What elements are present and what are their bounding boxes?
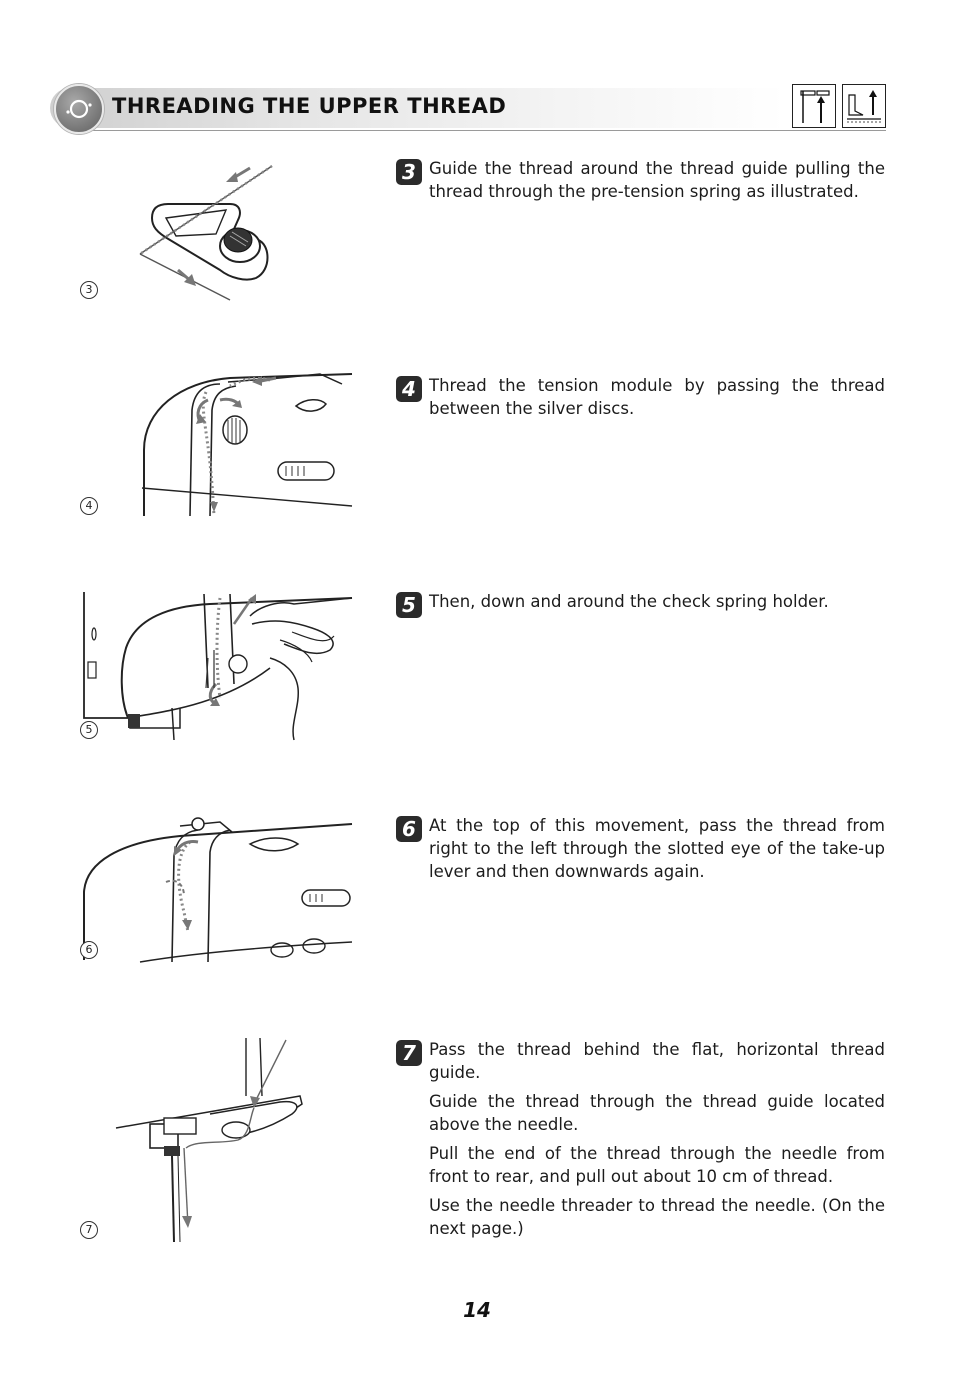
needle-thread-icon — [792, 84, 836, 128]
instruction-paragraph: Pass the thread behind the flat, horizon… — [429, 1040, 885, 1082]
step-instruction: Guide the thread around the thread guide… — [429, 157, 885, 209]
step-number-badge: 4 — [396, 376, 422, 402]
step-instruction: Pass the thread behind the flat, horizon… — [429, 1038, 885, 1246]
figure-label: 6 — [80, 941, 98, 959]
step-instruction: Thread the tension module by passing the… — [429, 374, 885, 426]
instruction-paragraph: Pull the end of the thread through the n… — [429, 1144, 885, 1186]
instruction-paragraph: Guide the thread through the thread guid… — [429, 1092, 885, 1134]
page-number: 14 — [463, 1298, 491, 1322]
step-number-badge: 5 — [396, 592, 422, 618]
figure-thread-guide — [80, 160, 360, 301]
step-instruction: Then, down and around the check spring h… — [429, 590, 885, 619]
o-circle-icon — [54, 84, 104, 134]
section-header: THREADING THE UPPER THREAD — [50, 78, 886, 134]
instruction-paragraph: Guide the thread around the thread guide… — [429, 159, 885, 201]
figure-label: 3 — [80, 281, 98, 299]
figure-label: 7 — [80, 1221, 98, 1239]
header-divider — [86, 130, 886, 131]
presser-foot-up-icon — [842, 84, 886, 128]
figure-label: 5 — [80, 721, 98, 739]
header-bar — [50, 88, 786, 128]
figure-tension-module — [80, 370, 353, 517]
figure-label: 4 — [80, 497, 98, 515]
figure-take-up-lever — [80, 812, 353, 963]
step-instruction: At the top of this movement, pass the th… — [429, 814, 885, 889]
instruction-paragraph: Use the needle threader to thread the ne… — [429, 1196, 885, 1238]
page-title: THREADING THE UPPER THREAD — [112, 94, 507, 118]
instruction-paragraph: Then, down and around the check spring h… — [429, 592, 829, 611]
figure-check-spring — [80, 588, 353, 741]
figure-needle-threading — [80, 1036, 352, 1243]
step-number-badge: 6 — [396, 816, 422, 842]
instruction-paragraph: Thread the tension module by passing the… — [429, 376, 885, 418]
step-number-badge: 3 — [396, 159, 422, 185]
instruction-paragraph: At the top of this movement, pass the th… — [429, 816, 885, 881]
step-number-badge: 7 — [396, 1040, 422, 1066]
